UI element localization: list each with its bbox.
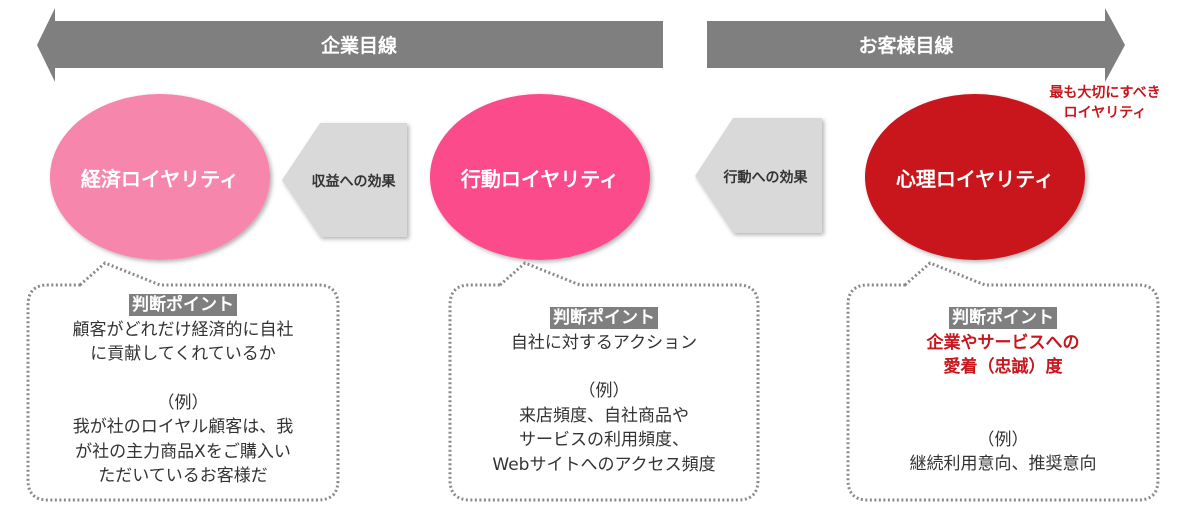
economic-loyalty-ellipse [50, 94, 270, 260]
judgment-point-tag: 判断ポイント [129, 294, 237, 316]
example-line: Webサイトへのアクセス頻度 [492, 454, 716, 475]
example-line: 来店頻度、自社商品や [519, 405, 689, 426]
point-line: 企業やサービスへの [926, 332, 1080, 353]
customer-view-label: お客様目線 [858, 35, 954, 57]
example-line: ただいているお客様だ [98, 466, 268, 486]
psychological-loyalty-ellipse [865, 94, 1085, 260]
point-line: に貢献してくれているか [90, 344, 276, 364]
customer-view-arrow [707, 8, 1125, 82]
most-important-note: 最も大切にすべき ロイヤリティ [1030, 83, 1180, 123]
example-label: （例） [578, 381, 630, 401]
behavior-effect-pentagon [695, 118, 822, 233]
economic-loyalty-label: 経済ロイヤリティ [80, 167, 240, 191]
behavior-effect-label: 行動への効果 [723, 170, 808, 186]
example-line: サービスの利用頻度、 [519, 430, 689, 450]
company-view-label: 企業目線 [320, 35, 397, 57]
callout-box-psychological [846, 261, 1160, 502]
example-line: が社の主力商品Xをご購入い [75, 441, 291, 462]
revenue-effect-label: 収益への効果 [311, 174, 396, 190]
callout-box-economic [26, 261, 340, 502]
point-line: 愛着（忠誠）度 [943, 357, 1063, 377]
callout-box-behavioral [448, 261, 760, 502]
example-label: （例） [157, 392, 209, 413]
judgment-point-tag: 判断ポイント [949, 307, 1057, 329]
point-line: 顧客がどれだけ経済的に自社 [72, 319, 294, 340]
example-label: （例） [977, 429, 1029, 450]
point-line: 自社に対するアクション [510, 332, 698, 353]
company-view-arrow [37, 8, 663, 82]
behavioral-judgment-text: 判断ポイント 自社に対するアクション （例） 来店頻度、自社商品や サービスの利… [450, 306, 758, 477]
example-line: 継続利用意向、推奨意向 [909, 454, 1097, 474]
psychological-judgment-text: 判断ポイント 企業やサービスへの 愛着（忠誠）度 （例） 継続利用意向、推奨意向 [848, 306, 1158, 477]
note-line-2: ロイヤリティ [1063, 105, 1147, 121]
economic-judgment-text: 判断ポイント 顧客がどれだけ経済的に自社 に貢献してくれているか （例） 我が社… [28, 293, 338, 489]
behavioral-loyalty-ellipse [430, 94, 650, 260]
example-line: 我が社のロイヤル顧客は、我 [72, 417, 294, 437]
psychological-loyalty-label: 心理ロイヤリティ [895, 167, 1055, 191]
revenue-effect-pentagon [282, 123, 407, 237]
behavioral-loyalty-label: 行動ロイヤリティ [460, 167, 620, 191]
judgment-point-tag: 判断ポイント [550, 307, 658, 329]
note-line-1: 最も大切にすべき [1049, 85, 1161, 101]
